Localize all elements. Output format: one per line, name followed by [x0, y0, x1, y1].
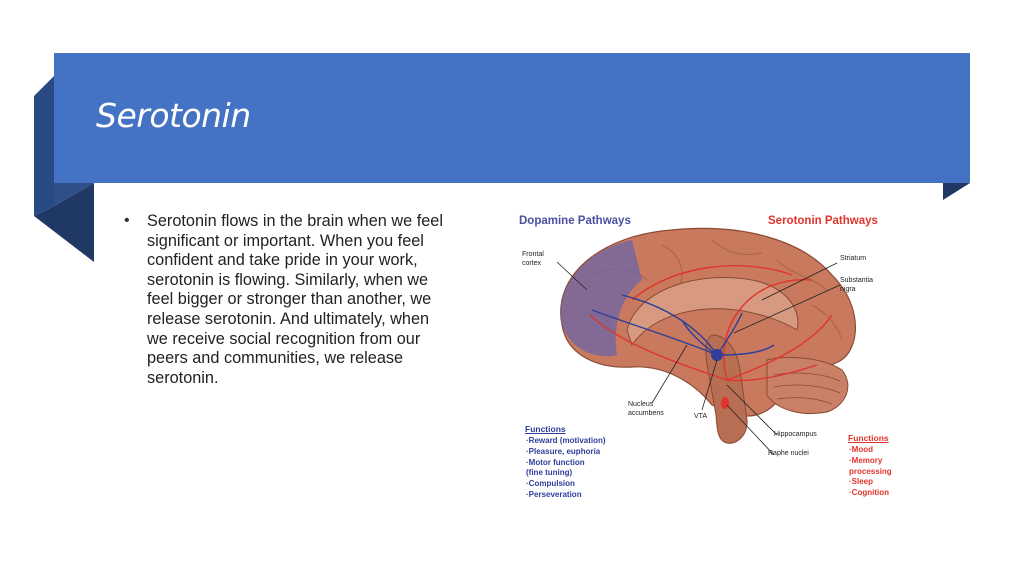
- raphe-nucleus: [721, 397, 729, 409]
- list-item: ·Mood: [849, 445, 873, 454]
- title-band: [54, 53, 970, 183]
- label-vta: VTA: [694, 413, 708, 420]
- dopamine-pathway-lines: [591, 294, 775, 356]
- frontal-dopamine-zone: [560, 240, 642, 357]
- bullet-item: • Serotonin flows in the brain when we f…: [124, 212, 454, 388]
- list-item: ·Compulsion: [526, 479, 575, 489]
- label-frontal-cortex: Frontal cortex: [522, 251, 544, 267]
- list-item: ·Pleasure, euphoria: [526, 446, 601, 456]
- label-nucleus-accumbens: Nucleus accumbens: [628, 401, 664, 417]
- list-item: (fine tuning): [526, 468, 573, 478]
- bullet-marker: •: [124, 212, 130, 229]
- bullet-text: Serotonin flows in the brain when we fee…: [147, 212, 443, 387]
- brain-pathways-figure: Dopamine Pathways Serotonin Pathways Fro…: [512, 205, 912, 507]
- slide-title: Serotonin: [96, 96, 251, 135]
- dopamine-pathways-heading: Dopamine Pathways: [519, 215, 631, 227]
- list-item: processing: [849, 466, 892, 476]
- serotonin-functions-list: ·Mood ·Memory processing ·Sleep ·Cogniti…: [849, 445, 919, 499]
- label-hippocampus: Hippocampus: [774, 431, 817, 438]
- label-striatum: Striatum: [840, 255, 867, 262]
- list-item: ·Motor function: [526, 457, 585, 467]
- list-item: ·Reward (motivation): [526, 436, 606, 445]
- dopamine-functions-title: Functions: [525, 424, 566, 434]
- brain-illustration: [556, 227, 856, 456]
- list-item: ·Memory: [849, 455, 883, 465]
- label-raphe-nuclei: Raphe nuclei: [768, 450, 809, 457]
- list-item: ·Perseveration: [526, 489, 582, 499]
- label-substantia-nigra: Substantia nigra: [840, 277, 874, 293]
- right-fold-decoration: [943, 183, 970, 200]
- bullet-list: • Serotonin flows in the brain when we f…: [124, 212, 454, 388]
- list-item: ·Sleep: [849, 477, 874, 487]
- vta-nucleus: [711, 349, 723, 361]
- serotonin-functions-title: Functions: [848, 433, 889, 443]
- serotonin-pathways-heading: Serotonin Pathways: [768, 215, 878, 227]
- list-item: ·Cognition: [849, 488, 889, 498]
- dopamine-functions-list: ·Reward (motivation) ·Pleasure, euphoria…: [526, 436, 666, 501]
- label-pointer-lines: [556, 261, 841, 456]
- serotonin-pathway-lines: [589, 265, 833, 382]
